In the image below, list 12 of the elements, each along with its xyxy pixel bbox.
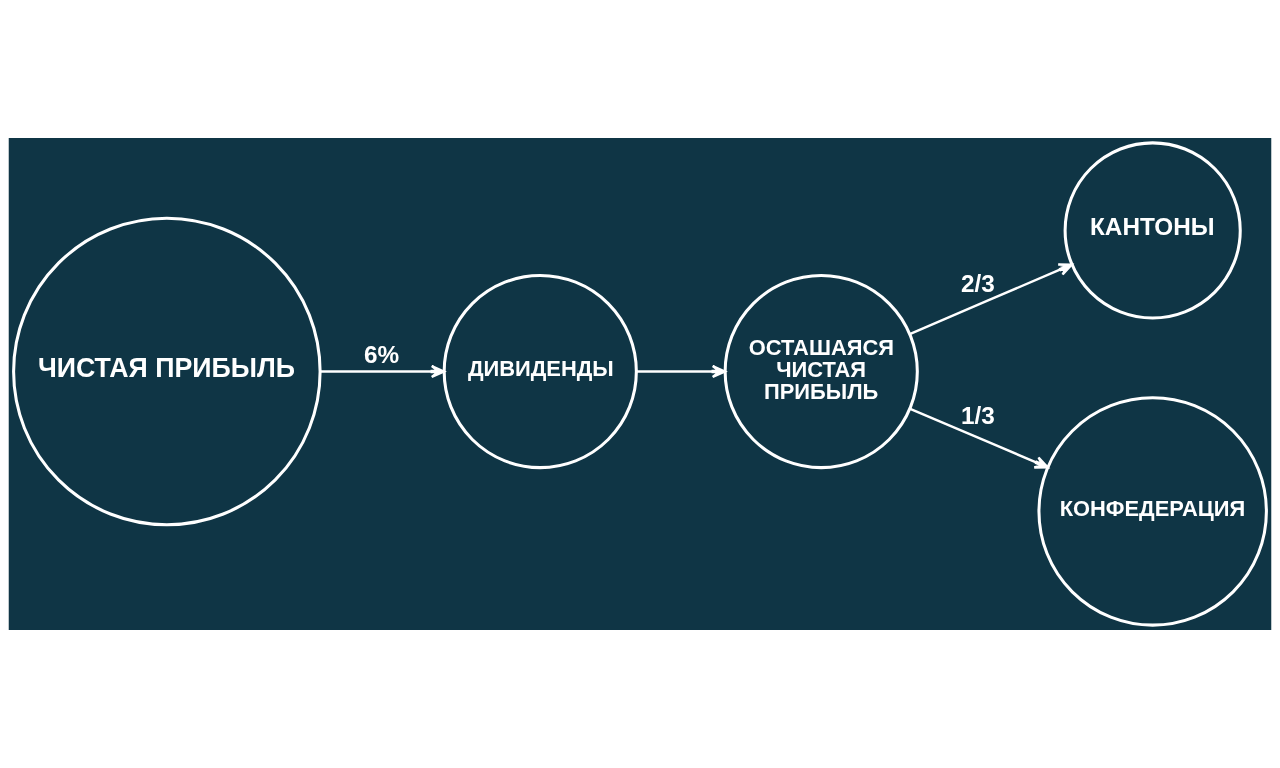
edge-label: 6%: [363, 341, 400, 369]
node-circle: КОНФЕДЕРАЦИЯ: [1037, 396, 1268, 627]
arrow: [909, 407, 1049, 469]
arrow: [320, 364, 446, 379]
node-circle: ДИВИДЕНДЫ: [442, 273, 638, 470]
node-circle: ЧИСТАЯ ПРИБЫЛЬ: [12, 216, 322, 527]
node-circle: ОСТАШАЯСЯ ЧИСТАЯ ПРИБЫЛЬ: [723, 273, 919, 470]
edge-label: 1/3: [961, 401, 995, 429]
edge-label: 2/3: [961, 270, 995, 298]
node-circle: КАНТОНЫ: [1063, 141, 1242, 320]
arrow: [636, 364, 727, 379]
arrow: [909, 263, 1073, 336]
